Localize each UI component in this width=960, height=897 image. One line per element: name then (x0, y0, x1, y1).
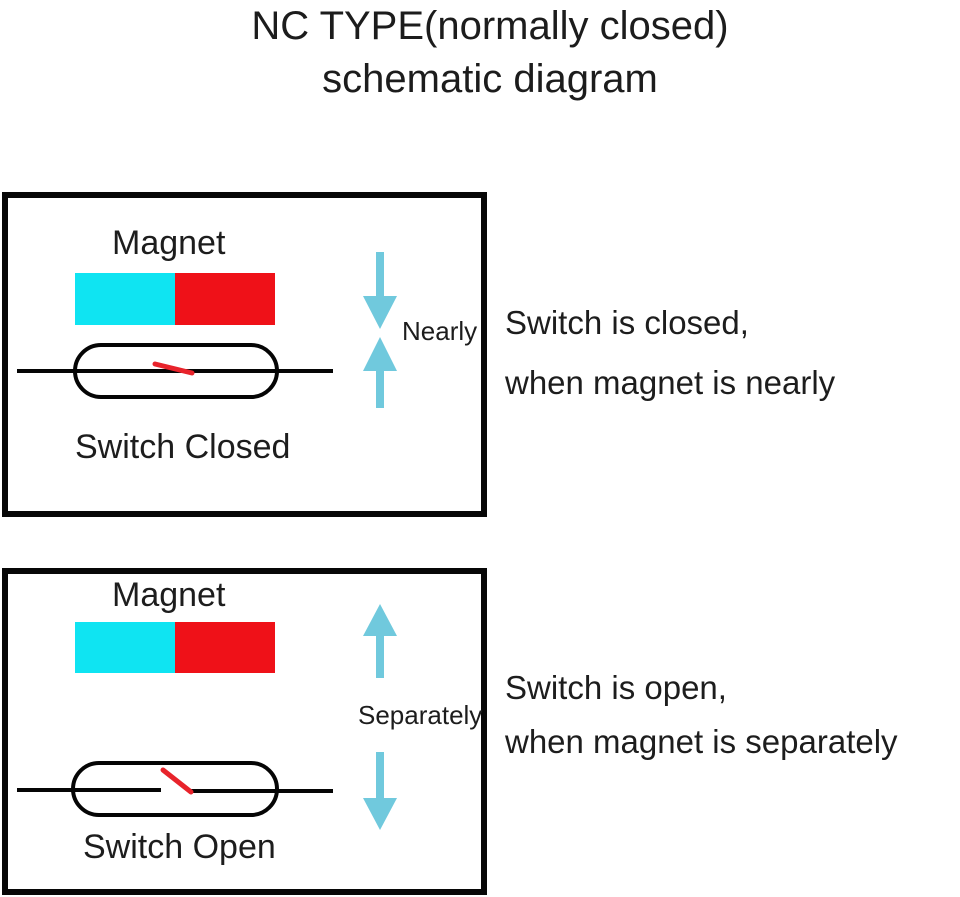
distance-label-separately: Separately (358, 700, 483, 730)
switch-capsule (71, 761, 279, 817)
arrow-down-icon (363, 752, 397, 830)
magnet-label: Magnet (112, 224, 226, 262)
arrows-toward-icon (363, 252, 397, 408)
switch-contact-open (160, 767, 194, 795)
switch-capsule (73, 343, 279, 399)
magnet-bar (75, 622, 275, 673)
reed-switch-closed (17, 343, 333, 399)
page-title-line2: schematic diagram (322, 57, 658, 101)
magnet-bar (75, 273, 275, 325)
caption-open-line2: when magnet is separately (505, 723, 898, 760)
arrow-up-icon (363, 337, 397, 408)
reed-switch-open (17, 761, 333, 817)
switch-contact-closed (152, 361, 195, 376)
magnet-pole-south (175, 622, 275, 673)
caption-closed-line1: Switch is closed, (505, 304, 749, 341)
arrow-down-icon (363, 252, 397, 329)
distance-label-nearly: Nearly (402, 316, 478, 346)
switch-state-label: Switch Open (83, 828, 276, 866)
magnet-pole-south (175, 273, 275, 325)
magnet-pole-north (75, 622, 175, 673)
magnet-pole-north (75, 273, 175, 325)
page-title-line1: NC TYPE(normally closed) (251, 4, 729, 48)
switch-state-label: Switch Closed (75, 428, 291, 466)
caption-closed-line2: when magnet is nearly (505, 364, 836, 401)
magnet-label: Magnet (112, 576, 226, 614)
panel-switch-open: Magnet Separately Switch Open (2, 568, 487, 895)
arrow-up-icon (363, 604, 397, 678)
caption-open-line1: Switch is open, (505, 669, 727, 706)
panel-switch-closed: Magnet Nearly Switch Closed (2, 192, 487, 517)
